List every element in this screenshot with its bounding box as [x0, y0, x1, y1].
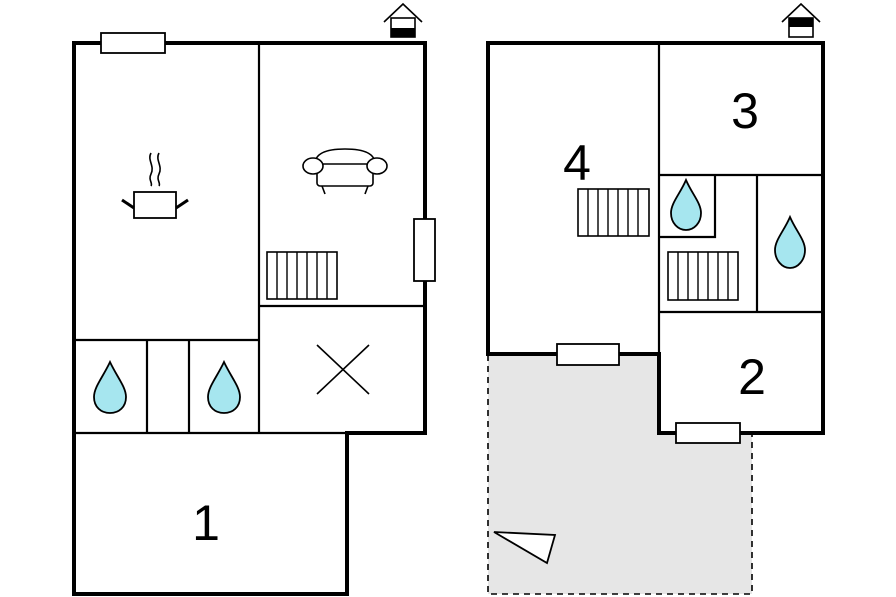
terrace-area	[487, 353, 753, 595]
room-label-4: 4	[563, 135, 591, 191]
cooking-pot-icon	[121, 152, 189, 219]
upper-floor: 4 3 2	[486, 2, 825, 595]
water-drop-icon	[207, 359, 241, 414]
stairs-icon	[667, 251, 739, 301]
room-label-1: 1	[192, 495, 220, 551]
interior-wall	[659, 175, 717, 239]
window-icon	[413, 218, 436, 282]
stairs-icon	[266, 251, 338, 300]
window-icon	[100, 32, 166, 54]
water-drop-icon	[670, 177, 702, 231]
upper-floor-outer-wall	[486, 41, 825, 435]
room-label-3: 3	[731, 83, 759, 139]
room-label-2: 2	[738, 349, 766, 405]
water-drop-icon	[774, 214, 806, 269]
house-icon	[781, 2, 821, 38]
stairs-icon	[577, 188, 650, 237]
ground-floor: 1	[72, 2, 436, 596]
window-icon	[556, 343, 620, 366]
sofa-icon	[302, 148, 388, 195]
window-icon	[675, 422, 741, 444]
water-drop-icon	[93, 359, 127, 414]
ground-floor-outer-wall	[72, 41, 427, 596]
compass-triangle-icon	[493, 531, 557, 565]
storage-cross-icon	[316, 344, 370, 395]
house-icon	[383, 2, 423, 38]
